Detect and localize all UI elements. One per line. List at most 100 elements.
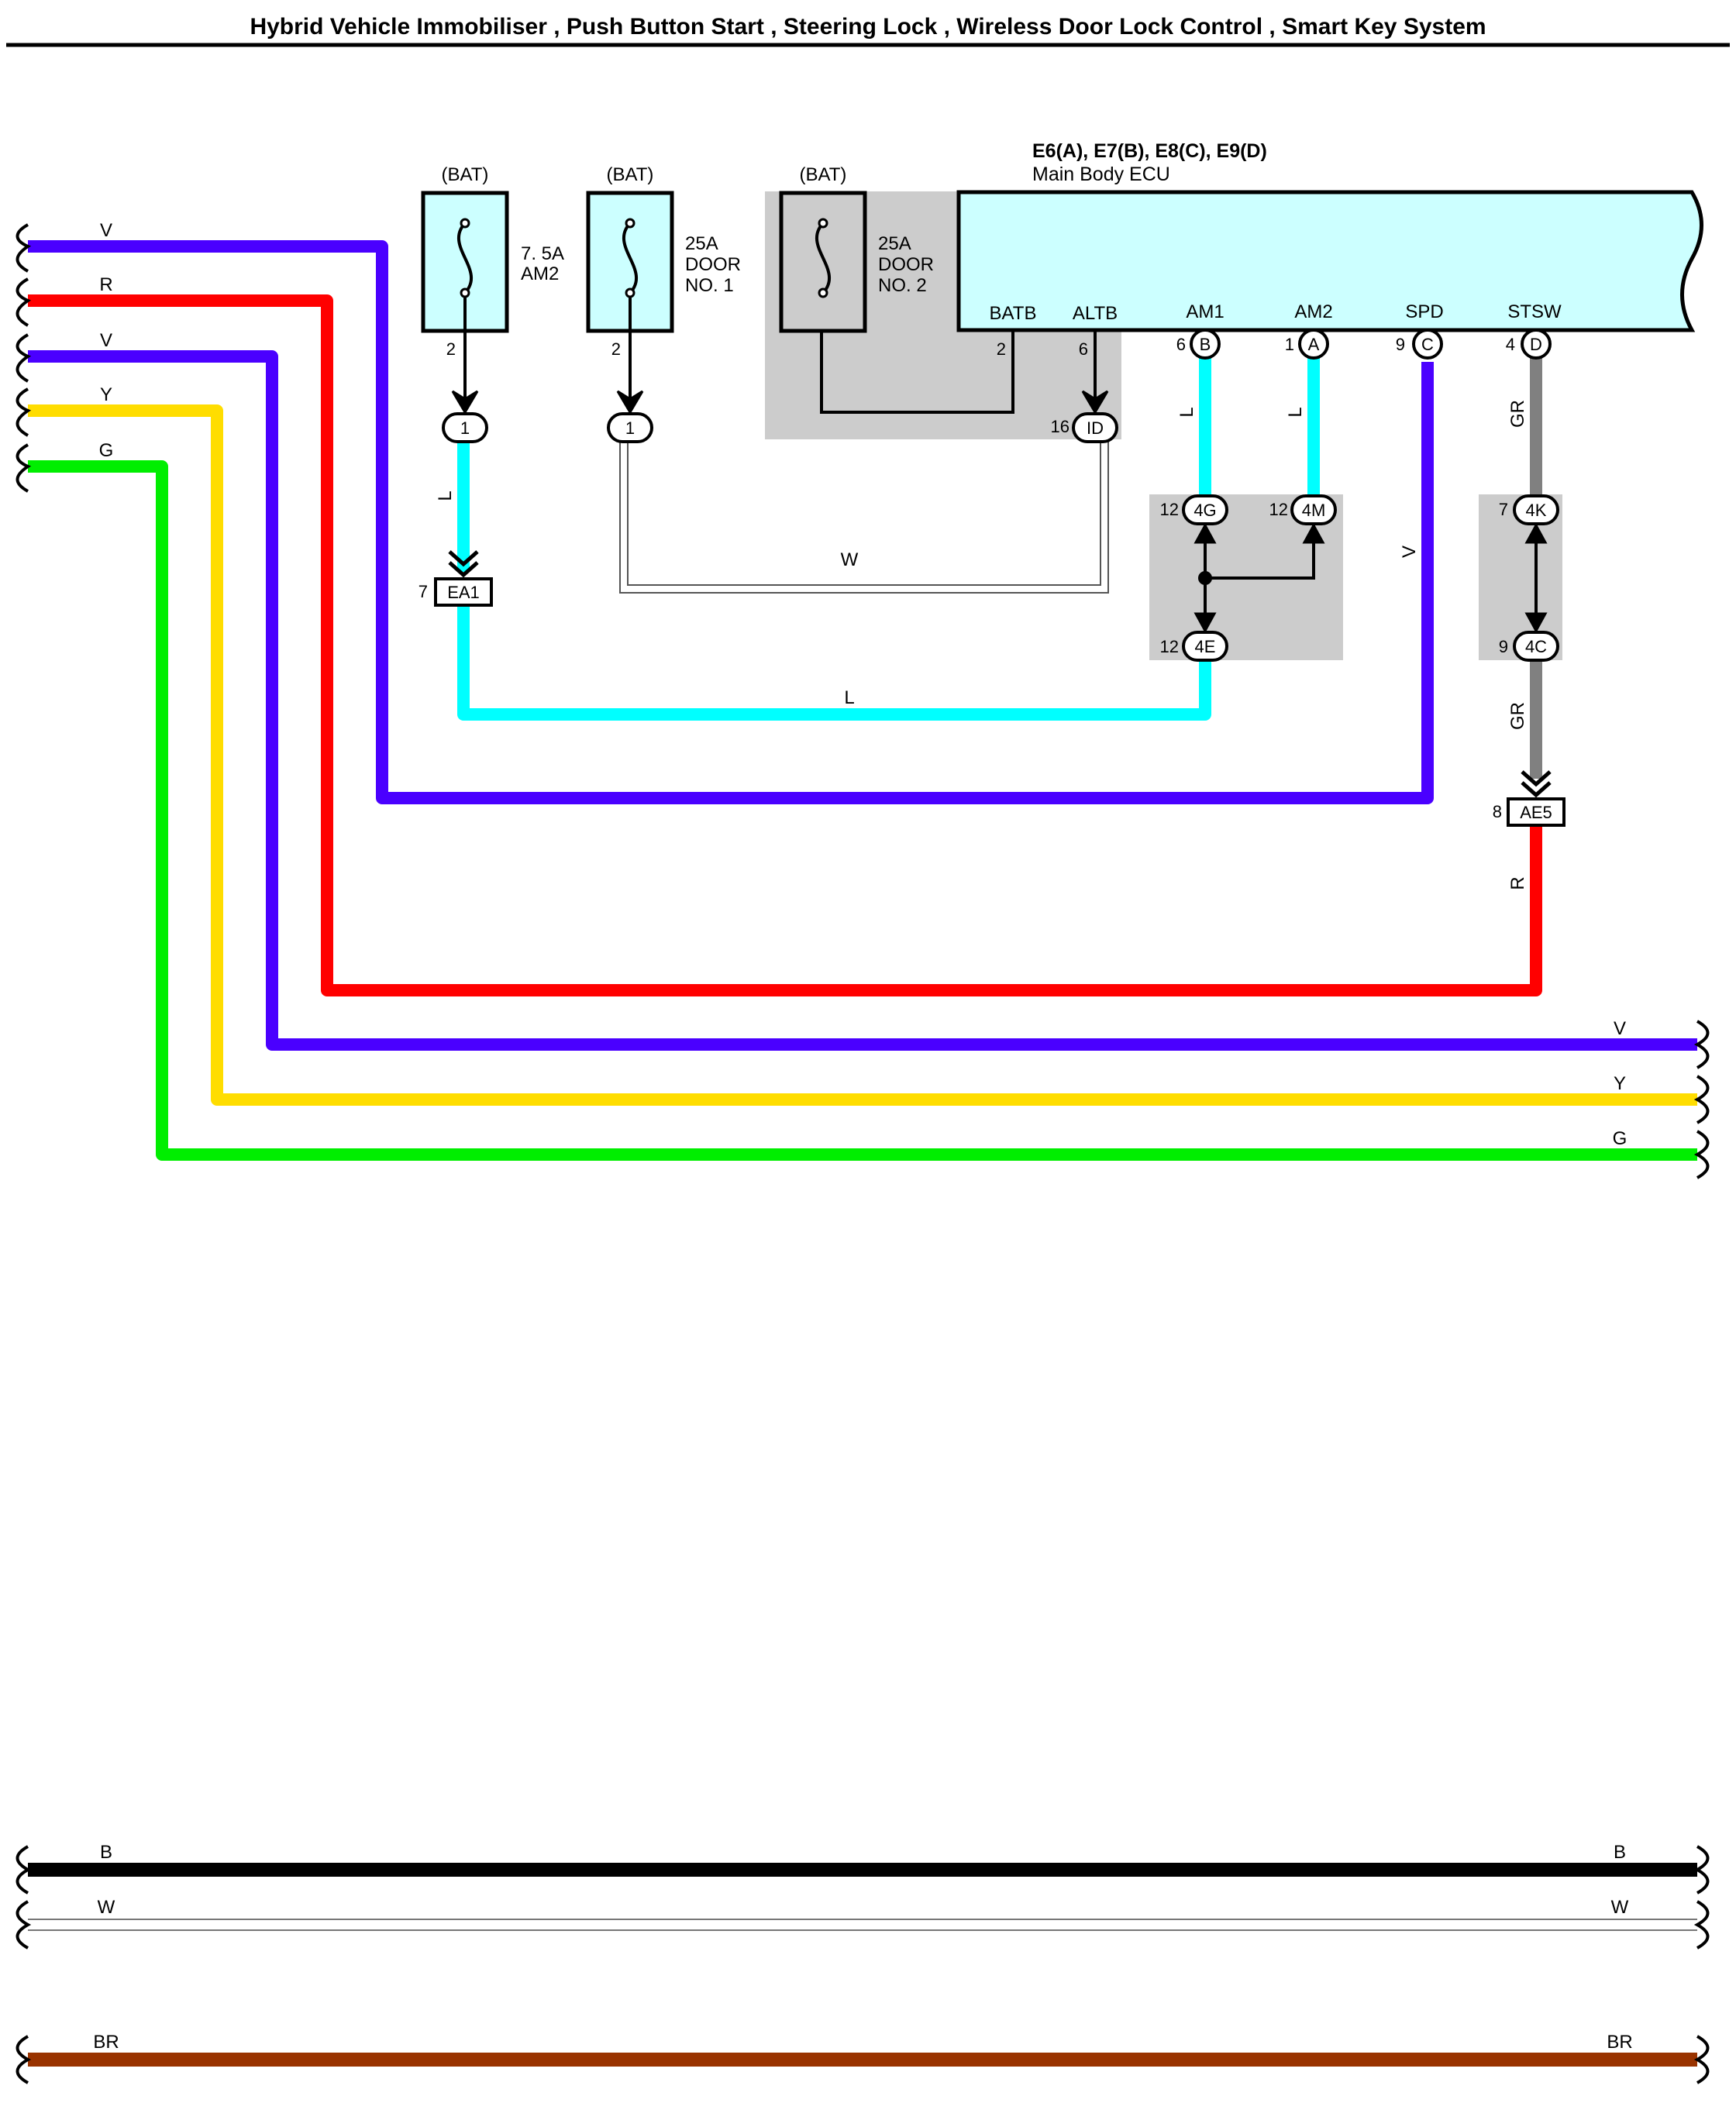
pin-ea1: 7 [418, 582, 428, 601]
label-left-y: Y [100, 384, 112, 405]
label-w-right: W [1611, 1897, 1629, 1918]
label-ae5-r: R [1507, 876, 1528, 890]
ecu-terminal-stsw: STSW [1507, 301, 1562, 322]
fuse-door2-name2: NO. 2 [878, 275, 927, 296]
connector-ae5: AE5 [1507, 797, 1566, 827]
svg-text:4C: 4C [1525, 637, 1547, 656]
page-title: Hybrid Vehicle Immobiliser , Push Button… [250, 14, 1486, 40]
pin-spd: 9 [1396, 335, 1405, 354]
pin-batb: 2 [997, 339, 1006, 359]
connector-b-am1: B [1190, 329, 1221, 360]
svg-text:4K: 4K [1526, 501, 1547, 520]
connector-1-am2: 1 [442, 412, 488, 443]
fuse-am2-rating: 7. 5A [521, 243, 564, 264]
break-marks-left [16, 223, 32, 2084]
svg-text:B: B [1200, 335, 1211, 354]
connector-id: ID [1072, 412, 1118, 443]
label-right-v: V [1614, 1018, 1626, 1039]
svg-text:EA1: EA1 [447, 583, 480, 602]
connector-4c: 4C [1513, 631, 1559, 662]
pin-ae5: 8 [1493, 802, 1502, 821]
pin-id: 16 [1051, 417, 1070, 436]
main-body-ecu [956, 190, 1703, 332]
svg-text:1: 1 [460, 418, 470, 438]
svg-text:A: A [1308, 335, 1320, 354]
fuse-am2-name: AM2 [521, 263, 559, 284]
ecu-terminal-spd: SPD [1405, 301, 1443, 322]
wire-g [28, 460, 1697, 1161]
pin-am1: 6 [1176, 335, 1186, 354]
label-left-v1: V [100, 220, 112, 241]
svg-text:4G: 4G [1194, 501, 1216, 520]
connector-c-spd: C [1412, 329, 1443, 360]
label-am2-l: L [1285, 407, 1306, 417]
pin-fuse-am2: 2 [446, 339, 456, 359]
label-stsw-gr1: GR [1507, 400, 1528, 428]
connector-4m: 4M [1290, 494, 1337, 525]
ecu-connectors-label: E6(A), E7(B), E8(C), E9(D) [1032, 140, 1267, 162]
fuse-door2-rating: 25A [878, 233, 911, 254]
connector-4g: 4G [1182, 494, 1228, 525]
wire-w-outer [619, 442, 1109, 594]
label-stsw-gr2: GR [1507, 702, 1528, 730]
fuse-door-no2 [779, 191, 867, 333]
wire-door-no2-batb [820, 263, 1014, 414]
connector-a-am2: A [1298, 329, 1329, 360]
pin-4c: 9 [1499, 637, 1508, 656]
wire-v-outer [28, 240, 1434, 804]
wire-l-bottom [457, 607, 1211, 721]
connector-4k: 4K [1513, 494, 1559, 525]
svg-text:4E: 4E [1195, 637, 1216, 656]
pin-4m: 12 [1269, 500, 1288, 519]
ecu-name-label: Main Body ECU [1032, 163, 1170, 185]
pin-stsw: 4 [1506, 335, 1515, 354]
svg-text:D: D [1530, 335, 1542, 354]
svg-text:AE5: AE5 [1520, 803, 1552, 822]
ecu-terminal-am2: AM2 [1294, 301, 1332, 322]
wire-y [28, 404, 1697, 1106]
label-b-right: B [1614, 1842, 1626, 1863]
pin-4k: 7 [1499, 500, 1508, 519]
fuse-door1-name2: NO. 1 [685, 275, 734, 296]
label-left-v2: V [100, 330, 112, 351]
pin-am2: 1 [1285, 335, 1294, 354]
label-b-left: B [100, 1842, 112, 1863]
fuse-door1-rating: 25A [685, 233, 718, 254]
label-door-w: W [841, 549, 859, 570]
fuse-door1-name: DOOR [685, 254, 741, 275]
break-marks-right [1693, 1020, 1710, 2084]
arrowheads [451, 390, 1548, 634]
fuse-door2-name: DOOR [878, 254, 934, 275]
fuse-am2 [421, 191, 509, 403]
label-left-r: R [99, 274, 112, 295]
wire-r [28, 294, 1542, 996]
double-chevrons [448, 550, 1552, 798]
fuse-door2-source: (BAT) [800, 164, 847, 185]
label-am2-fuse-l: L [435, 490, 456, 501]
label-br-left: BR [93, 2032, 119, 2053]
svg-text:4M: 4M [1302, 501, 1326, 520]
fuse-am2-source: (BAT) [442, 164, 489, 185]
ecu-terminal-batb: BATB [990, 303, 1037, 324]
label-br-right: BR [1607, 2032, 1632, 2053]
label-right-y: Y [1614, 1073, 1626, 1094]
ecu-terminal-altb: ALTB [1073, 303, 1118, 324]
ecu-terminal-am1: AM1 [1186, 301, 1224, 322]
svg-text:1: 1 [625, 418, 635, 438]
svg-text:ID: ID [1087, 418, 1104, 438]
label-spd-v: V [1399, 546, 1420, 558]
connector-4e: 4E [1182, 631, 1228, 662]
label-w-left: W [98, 1897, 115, 1918]
wire-w-inner [621, 442, 1107, 592]
pin-fuse-door1: 2 [611, 339, 621, 359]
label-bottom-l: L [844, 687, 854, 708]
pin-altb: 6 [1079, 339, 1088, 359]
connector-d-stsw: D [1521, 329, 1552, 360]
pin-4e: 12 [1160, 637, 1179, 656]
label-right-g: G [1613, 1128, 1628, 1149]
wire-v-inner [28, 350, 1697, 1051]
svg-text:C: C [1421, 335, 1434, 354]
connector-ea1: EA1 [434, 577, 493, 607]
label-am1-l: L [1176, 407, 1197, 417]
